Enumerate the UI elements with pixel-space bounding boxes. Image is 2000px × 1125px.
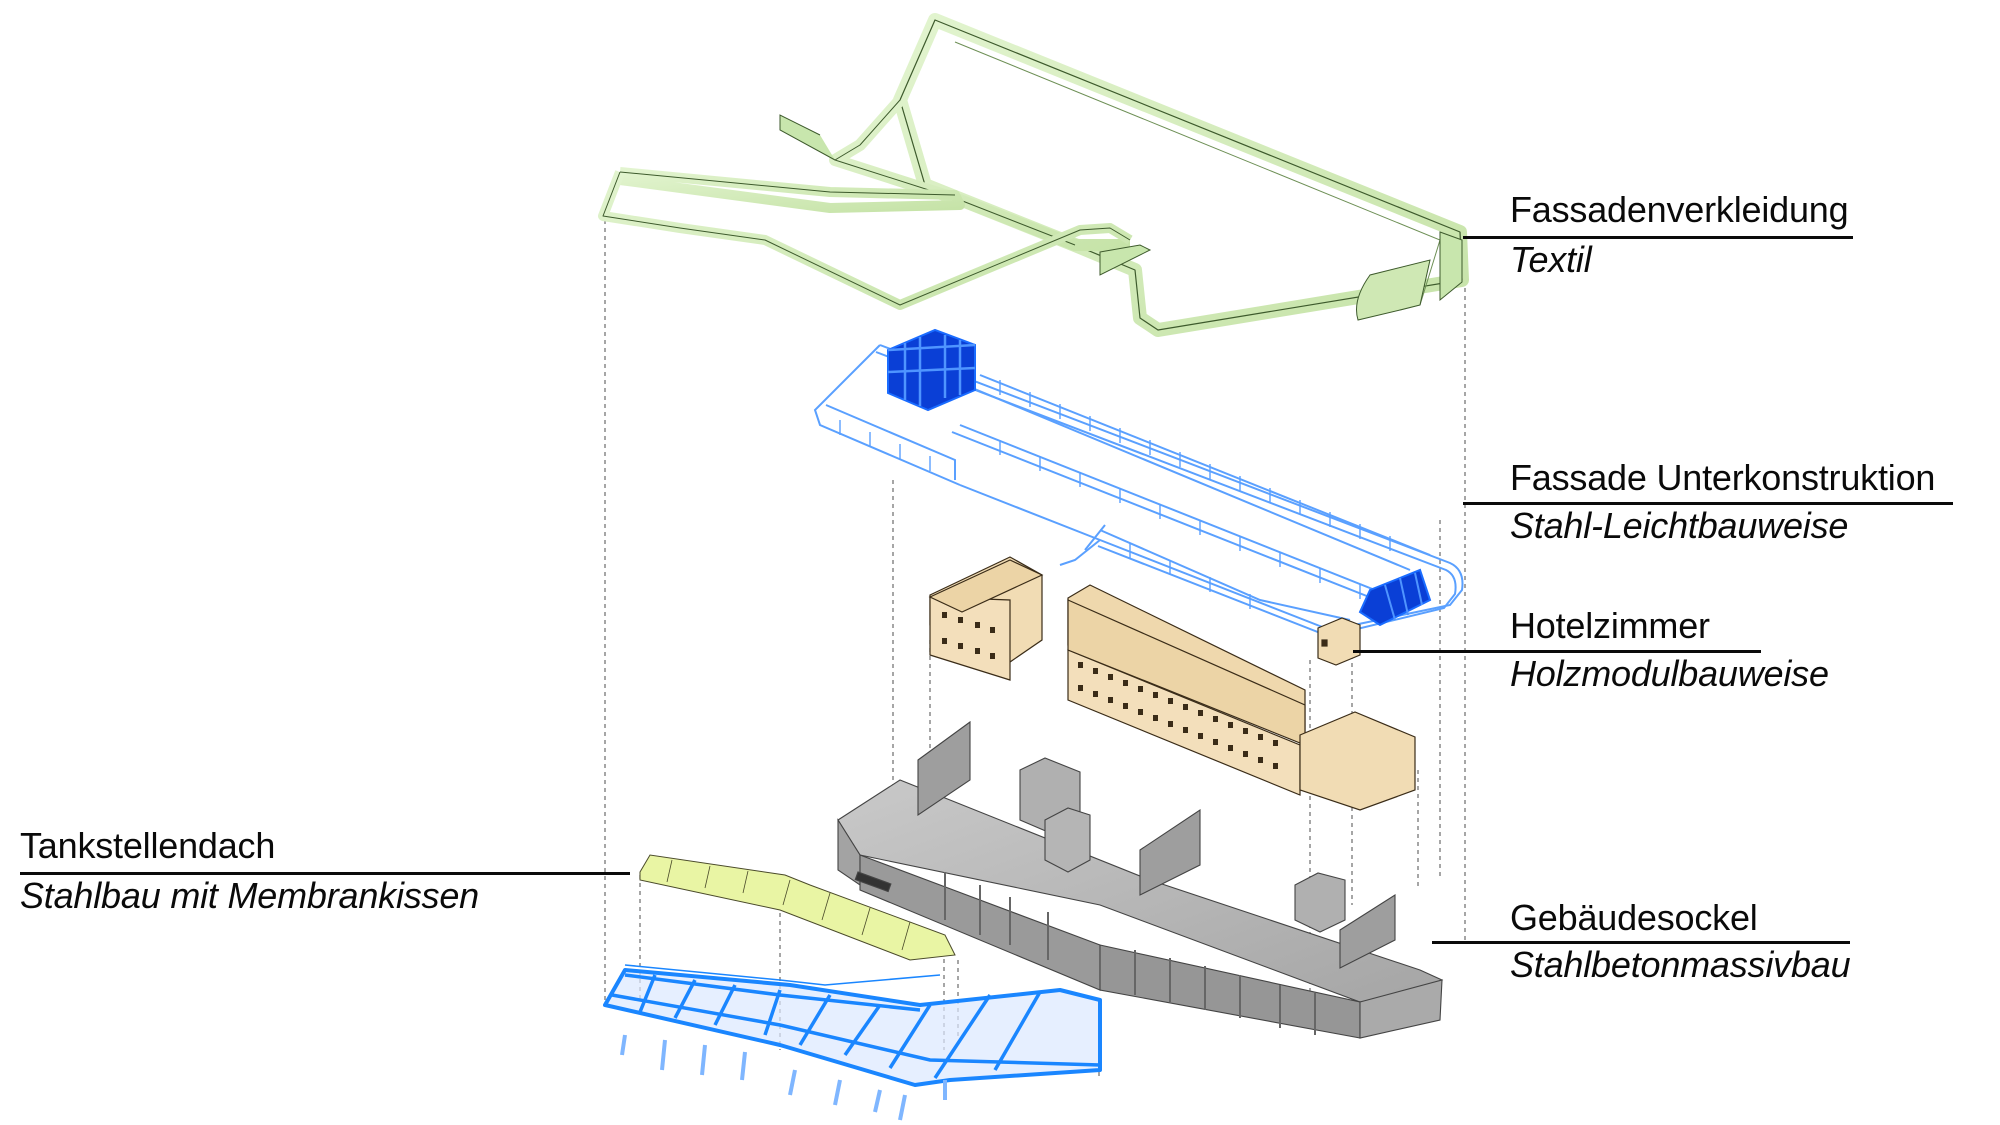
base-corner-face — [1359, 979, 1443, 1039]
membrane-seams — [666, 859, 911, 951]
label-subtitle: Textil — [1510, 239, 1592, 280]
module-windows — [942, 612, 1278, 769]
label-title: Gebäudesockel — [1510, 897, 1758, 938]
substructure-left-rail — [813, 344, 961, 486]
base-columns — [944, 872, 1316, 1035]
leader-line — [20, 872, 630, 875]
cladding-fin — [779, 114, 836, 161]
leader-line — [1463, 502, 1953, 505]
leader-line — [1432, 941, 1850, 944]
cladding-notch — [1099, 244, 1152, 276]
substructure-outer-rail-2 — [875, 351, 1457, 638]
cladding-edge — [954, 41, 1441, 311]
substructure-loose-end — [1059, 539, 1101, 566]
substructure-loose-end-2 — [1084, 524, 1106, 551]
cladding-left-arm-top-outline — [619, 171, 956, 196]
canopy-frame — [603, 968, 1102, 1087]
substructure-inner-rail-2 — [964, 384, 1411, 571]
substructure-lower-rail — [1099, 529, 1351, 621]
substructure-inner-rail-3 — [959, 424, 1401, 601]
cladding-end-face — [1439, 231, 1463, 302]
canopy-columns — [620, 1034, 947, 1121]
leader-line — [1353, 650, 1761, 653]
module-window — [1321, 639, 1328, 647]
label-subtitle: Stahlbetonmassivbau — [1510, 944, 1851, 985]
base-window — [854, 871, 892, 893]
canopy-steel-layer — [603, 964, 1102, 1121]
modules-layer — [928, 556, 1416, 811]
cladding-left-arm-outline — [602, 171, 1131, 306]
module-block-right — [1299, 711, 1416, 811]
base-stair-core — [1294, 872, 1346, 933]
substructure-inner-rail-4 — [951, 431, 1393, 607]
base-layer — [837, 720, 1444, 1039]
label-title: Hotelzimmer — [1510, 605, 1710, 646]
cladding-mid-wing — [829, 96, 1130, 251]
leader-line — [1463, 236, 1853, 239]
canopy-edge-line — [624, 964, 941, 986]
substructure-studs — [839, 380, 1391, 609]
substructure-inner-rail — [979, 374, 1431, 556]
module-block-left-roof — [928, 559, 1044, 613]
canopy-beams — [611, 973, 1101, 1079]
substructure-dense-block-right — [1358, 568, 1432, 627]
cladding-corner-face — [1356, 259, 1431, 321]
single-hotel-module — [1317, 617, 1361, 666]
label-title: Fassade Unterkonstruktion — [1510, 457, 1936, 498]
label-title: Fassadenverkleidung — [1510, 189, 1849, 230]
substructure-dense-block-left — [887, 328, 976, 412]
membrane-cushions — [639, 854, 956, 961]
label-subtitle: Stahl-Leichtbauweise — [1510, 505, 1849, 546]
substructure-layer — [813, 328, 1464, 638]
label-subtitle: Holzmodulbauweise — [1510, 653, 1829, 694]
label-subtitle: Stahlbau mit Membrankissen — [20, 875, 480, 916]
base-stair-core — [1044, 807, 1091, 873]
substructure-left-rail-2 — [825, 404, 956, 480]
label-title: Tankstellendach — [20, 825, 276, 866]
cladding-layer — [598, 13, 1469, 337]
base-wall — [917, 720, 971, 817]
module-block-middle-front — [1067, 649, 1301, 796]
base-wall — [1339, 893, 1396, 969]
canopy-membrane-layer — [639, 854, 956, 961]
base-wall — [1139, 808, 1201, 896]
